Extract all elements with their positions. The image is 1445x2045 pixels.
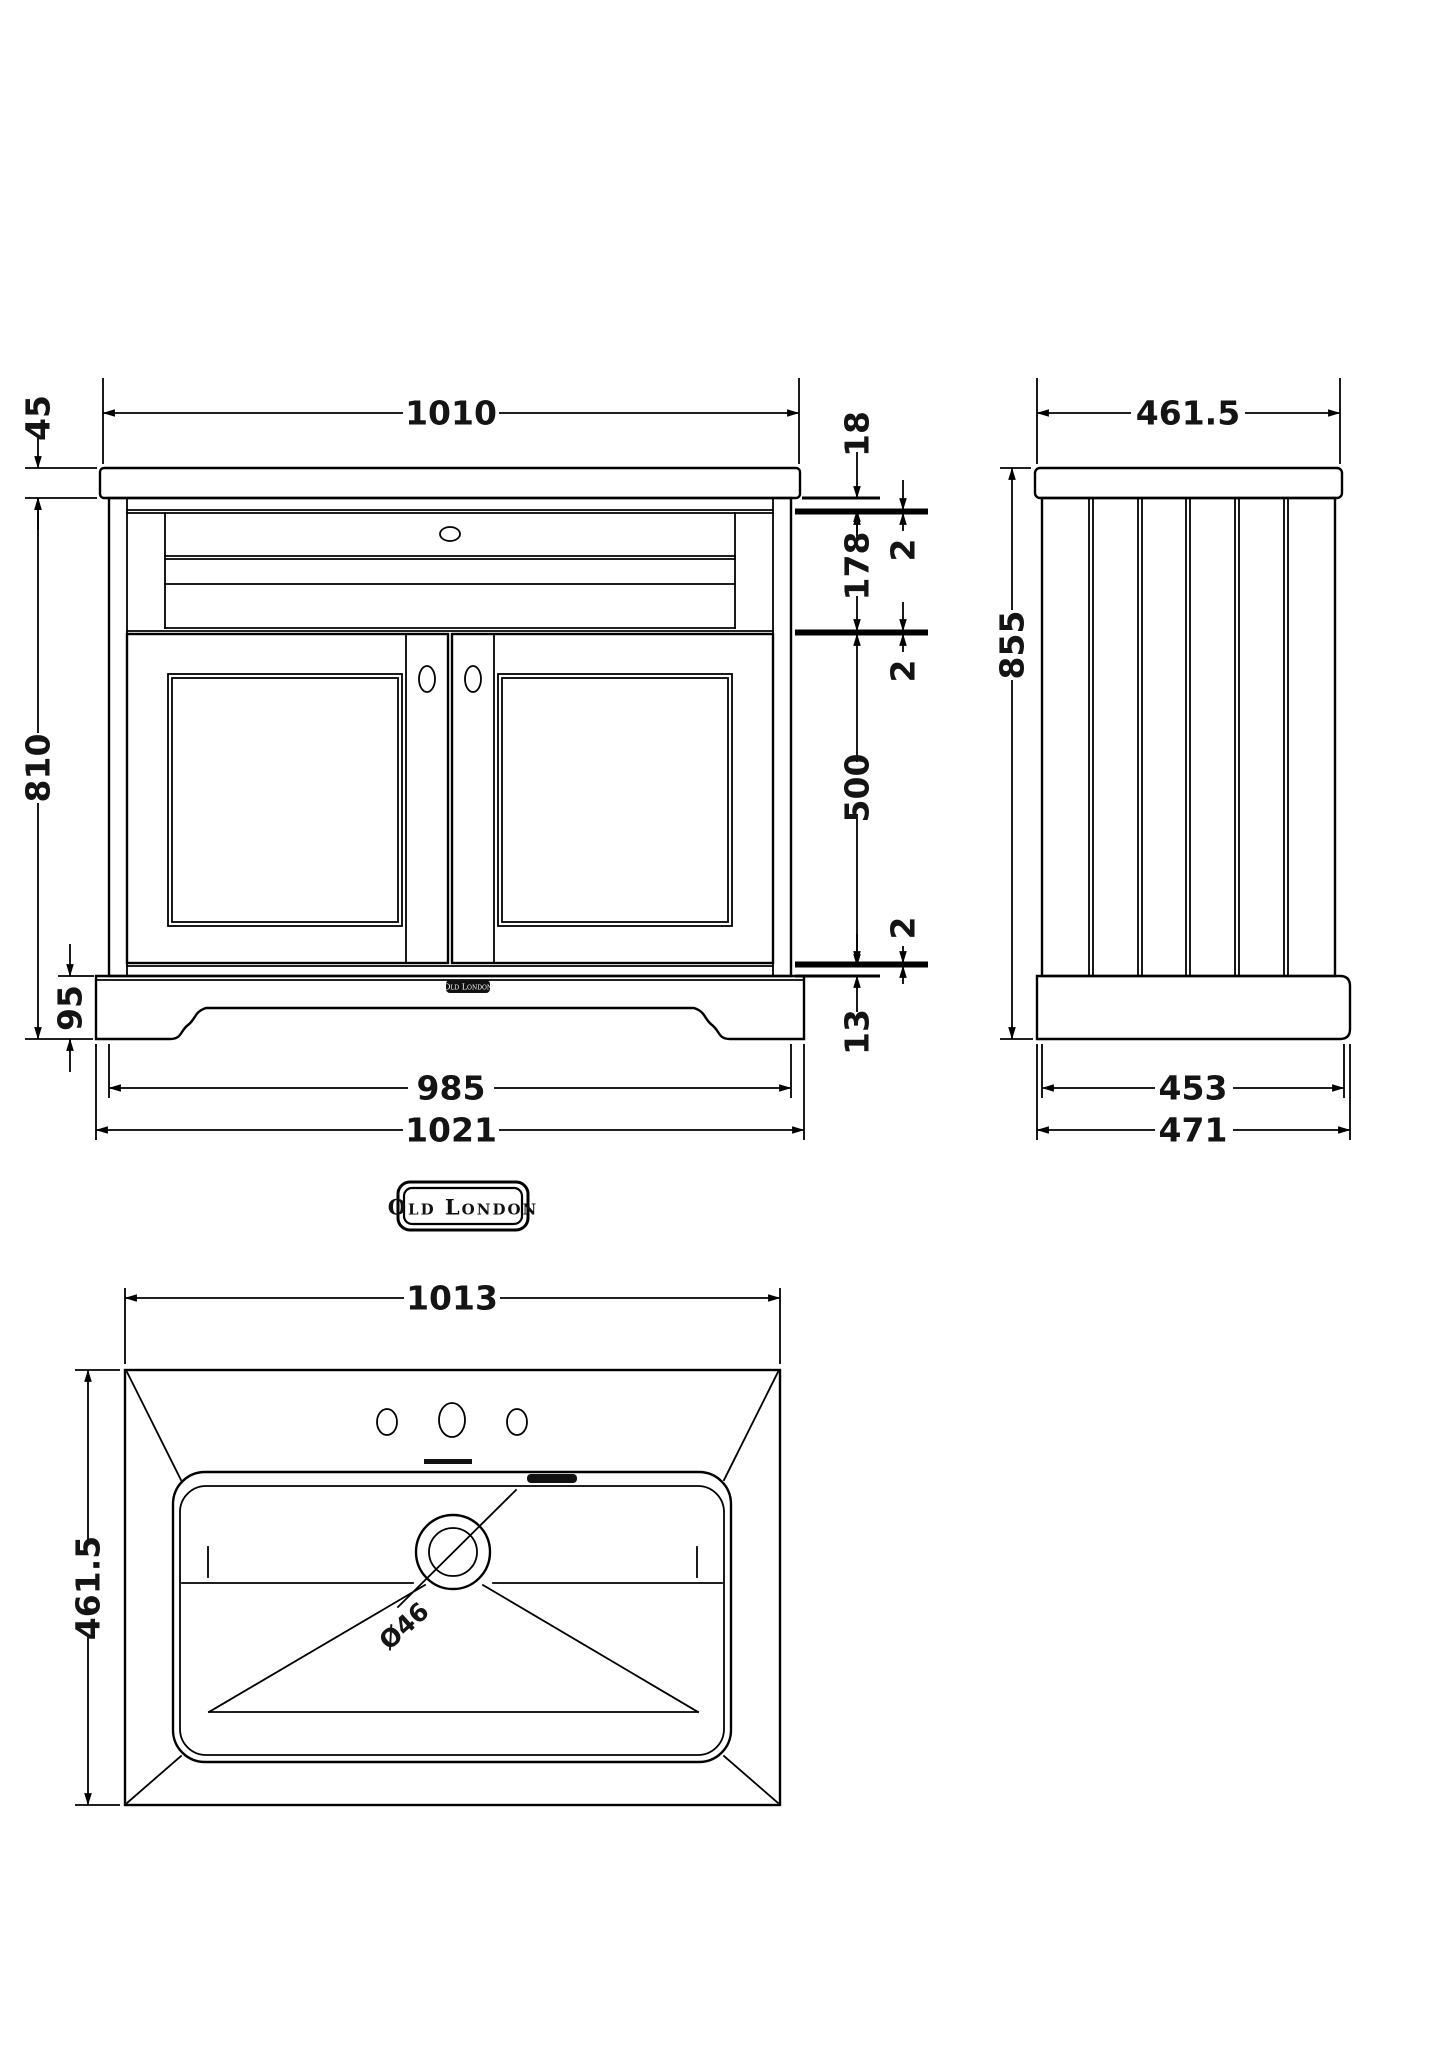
dim-gap-mid: 2 bbox=[884, 602, 923, 682]
dim-base-width: 1021 bbox=[95, 1044, 805, 1150]
svg-text:855: 855 bbox=[993, 611, 1032, 680]
dim-bottom-rail: 13 bbox=[838, 934, 877, 1055]
dim-side-base-inner: 453 bbox=[1041, 1044, 1345, 1108]
front-right-door bbox=[450, 632, 775, 965]
front-cabinet-body bbox=[107, 496, 793, 978]
dim-basin-depth: 461.5 bbox=[69, 1369, 120, 1806]
svg-text:1021: 1021 bbox=[405, 1111, 497, 1150]
svg-text:1013: 1013 bbox=[406, 1279, 498, 1318]
tap-hole-center bbox=[438, 1402, 466, 1438]
basin-outline bbox=[123, 1368, 782, 1807]
bowl-rim-outer bbox=[171, 1470, 733, 1764]
svg-text:985: 985 bbox=[417, 1069, 486, 1108]
dim-side-top-depth: 461.5 bbox=[1036, 378, 1341, 464]
overflow-slot bbox=[527, 1474, 577, 1483]
left-door-knob-icon bbox=[418, 665, 436, 693]
dim-cabinet-width: 985 bbox=[108, 1044, 792, 1108]
dim-drawer-height: 178 bbox=[838, 512, 877, 632]
svg-text:95: 95 bbox=[51, 985, 90, 1031]
svg-text:471: 471 bbox=[1159, 1111, 1228, 1150]
svg-text:18: 18 bbox=[838, 411, 877, 457]
dim-front-body-height: 810 bbox=[19, 497, 93, 1040]
tap-holes bbox=[376, 1402, 528, 1438]
front-countertop bbox=[98, 466, 802, 500]
dim-door-height: 500 bbox=[838, 633, 877, 964]
drawer-knob-icon bbox=[439, 526, 461, 542]
front-left-door bbox=[125, 632, 450, 965]
tap-hole-right bbox=[506, 1408, 528, 1436]
bowl-rim-inner bbox=[179, 1485, 725, 1756]
dim-plinth-height: 95 bbox=[51, 944, 94, 1072]
dim-side-total-height: 855 bbox=[993, 467, 1033, 1040]
plinth-brand-plate: Old London bbox=[444, 980, 492, 993]
plinth-brand-text: Old London bbox=[444, 983, 492, 992]
brand-badge-text: Old London bbox=[388, 1195, 539, 1220]
dim-counter-thickness: 45 bbox=[19, 395, 97, 530]
right-door-panel bbox=[497, 673, 733, 927]
svg-text:13: 13 bbox=[838, 1009, 877, 1055]
front-elevation-view: Old London 1010 45 810 bbox=[19, 378, 928, 1150]
front-drawer bbox=[164, 512, 736, 629]
svg-text:810: 810 bbox=[19, 734, 58, 803]
right-door-knob-icon bbox=[464, 665, 482, 693]
svg-text:461.5: 461.5 bbox=[69, 1536, 108, 1640]
svg-text:178: 178 bbox=[838, 532, 877, 601]
dim-gap-bottom: 2 bbox=[884, 917, 923, 984]
left-door-panel bbox=[167, 673, 403, 927]
svg-text:500: 500 bbox=[838, 754, 877, 823]
front-plinth: Old London bbox=[94, 974, 806, 1041]
deck-mark bbox=[424, 1459, 472, 1464]
dim-gap-top: 2 bbox=[884, 480, 923, 561]
side-elevation-view: 461.5 855 453 471 bbox=[993, 378, 1352, 1150]
dim-basin-width: 1013 bbox=[124, 1279, 781, 1364]
svg-text:45: 45 bbox=[19, 395, 58, 441]
side-panel-body bbox=[1040, 496, 1337, 978]
dim-side-base-outer: 471 bbox=[1036, 1044, 1351, 1150]
waste-drain: Ø46 bbox=[373, 1488, 518, 1656]
brand-badge: Old London bbox=[388, 1180, 539, 1232]
dim-front-top-width: 1010 bbox=[102, 378, 800, 464]
side-plinth bbox=[1035, 974, 1352, 1041]
side-plank-lines bbox=[1088, 497, 1289, 977]
svg-text:1010: 1010 bbox=[405, 394, 497, 433]
svg-text:2: 2 bbox=[884, 539, 923, 562]
drain-leader-line bbox=[396, 1488, 518, 1609]
drain-diameter-label: Ø46 bbox=[373, 1596, 434, 1655]
svg-text:461.5: 461.5 bbox=[1136, 394, 1240, 433]
basin-plan-view: Ø46 1013 461.5 bbox=[69, 1279, 782, 1807]
tap-hole-left bbox=[376, 1408, 398, 1436]
svg-text:2: 2 bbox=[884, 917, 923, 940]
side-countertop bbox=[1033, 466, 1344, 500]
svg-text:2: 2 bbox=[884, 660, 923, 683]
svg-text:453: 453 bbox=[1159, 1069, 1228, 1108]
dim-top-rail: 18 bbox=[838, 411, 877, 538]
